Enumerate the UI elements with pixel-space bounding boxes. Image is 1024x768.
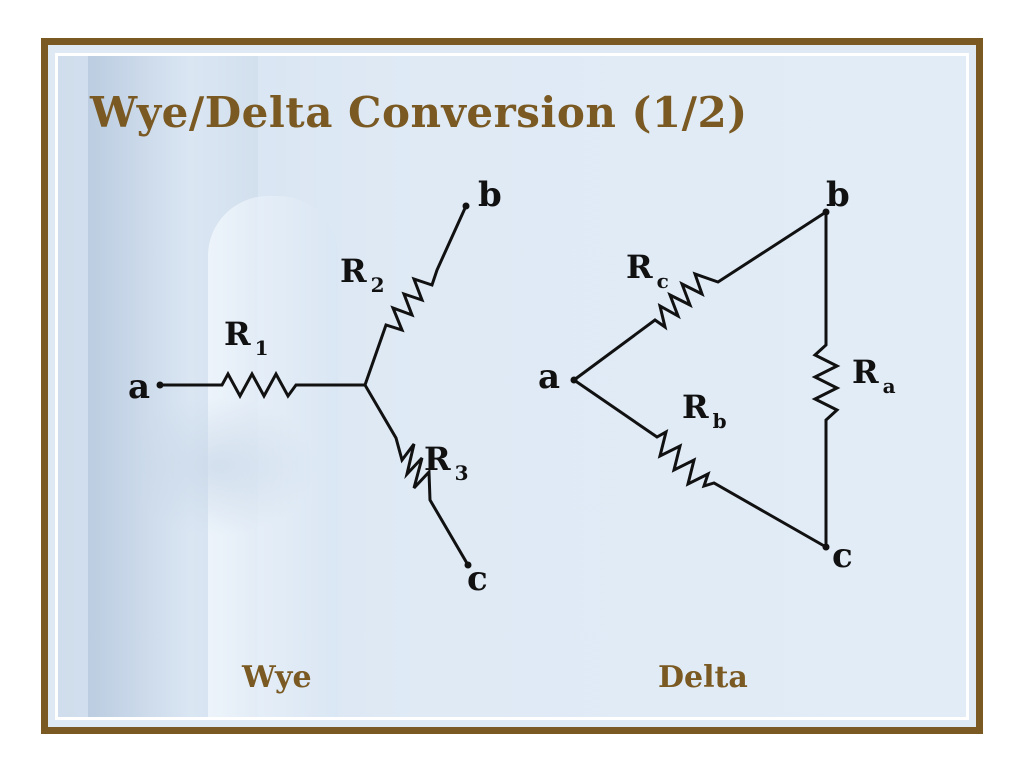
wye-node-b-label: b [478, 175, 502, 215]
delta-node-b-dot [822, 208, 830, 216]
column-capital [118, 396, 318, 536]
slide-frame [41, 38, 983, 734]
wye-r3-wire [363, 384, 470, 566]
wye-node-a-label: a [128, 367, 150, 407]
wye-r2-wire [363, 205, 468, 386]
delta-node-c-dot [822, 543, 830, 551]
delta-node-a-label: a [538, 357, 560, 397]
delta-ra-wire [811, 212, 841, 547]
wye-r1-wire [160, 370, 365, 400]
delta-node-c-label: c [832, 536, 853, 576]
delta-caption: Delta [658, 660, 748, 695]
delta-rc-wire [573, 210, 827, 382]
wye-caption: Wye [242, 660, 312, 695]
wye-node-c-dot [464, 561, 472, 569]
wye-node-c-label: c [467, 559, 488, 599]
delta-rb-wire [573, 378, 827, 549]
page-title: Wye/Delta Conversion (1/2) [90, 88, 748, 137]
delta-node-b-label: b [826, 175, 850, 215]
wye-node-b-dot [462, 202, 470, 210]
delta-node-a-dot [570, 376, 578, 384]
wye-node-a-dot [156, 381, 164, 389]
